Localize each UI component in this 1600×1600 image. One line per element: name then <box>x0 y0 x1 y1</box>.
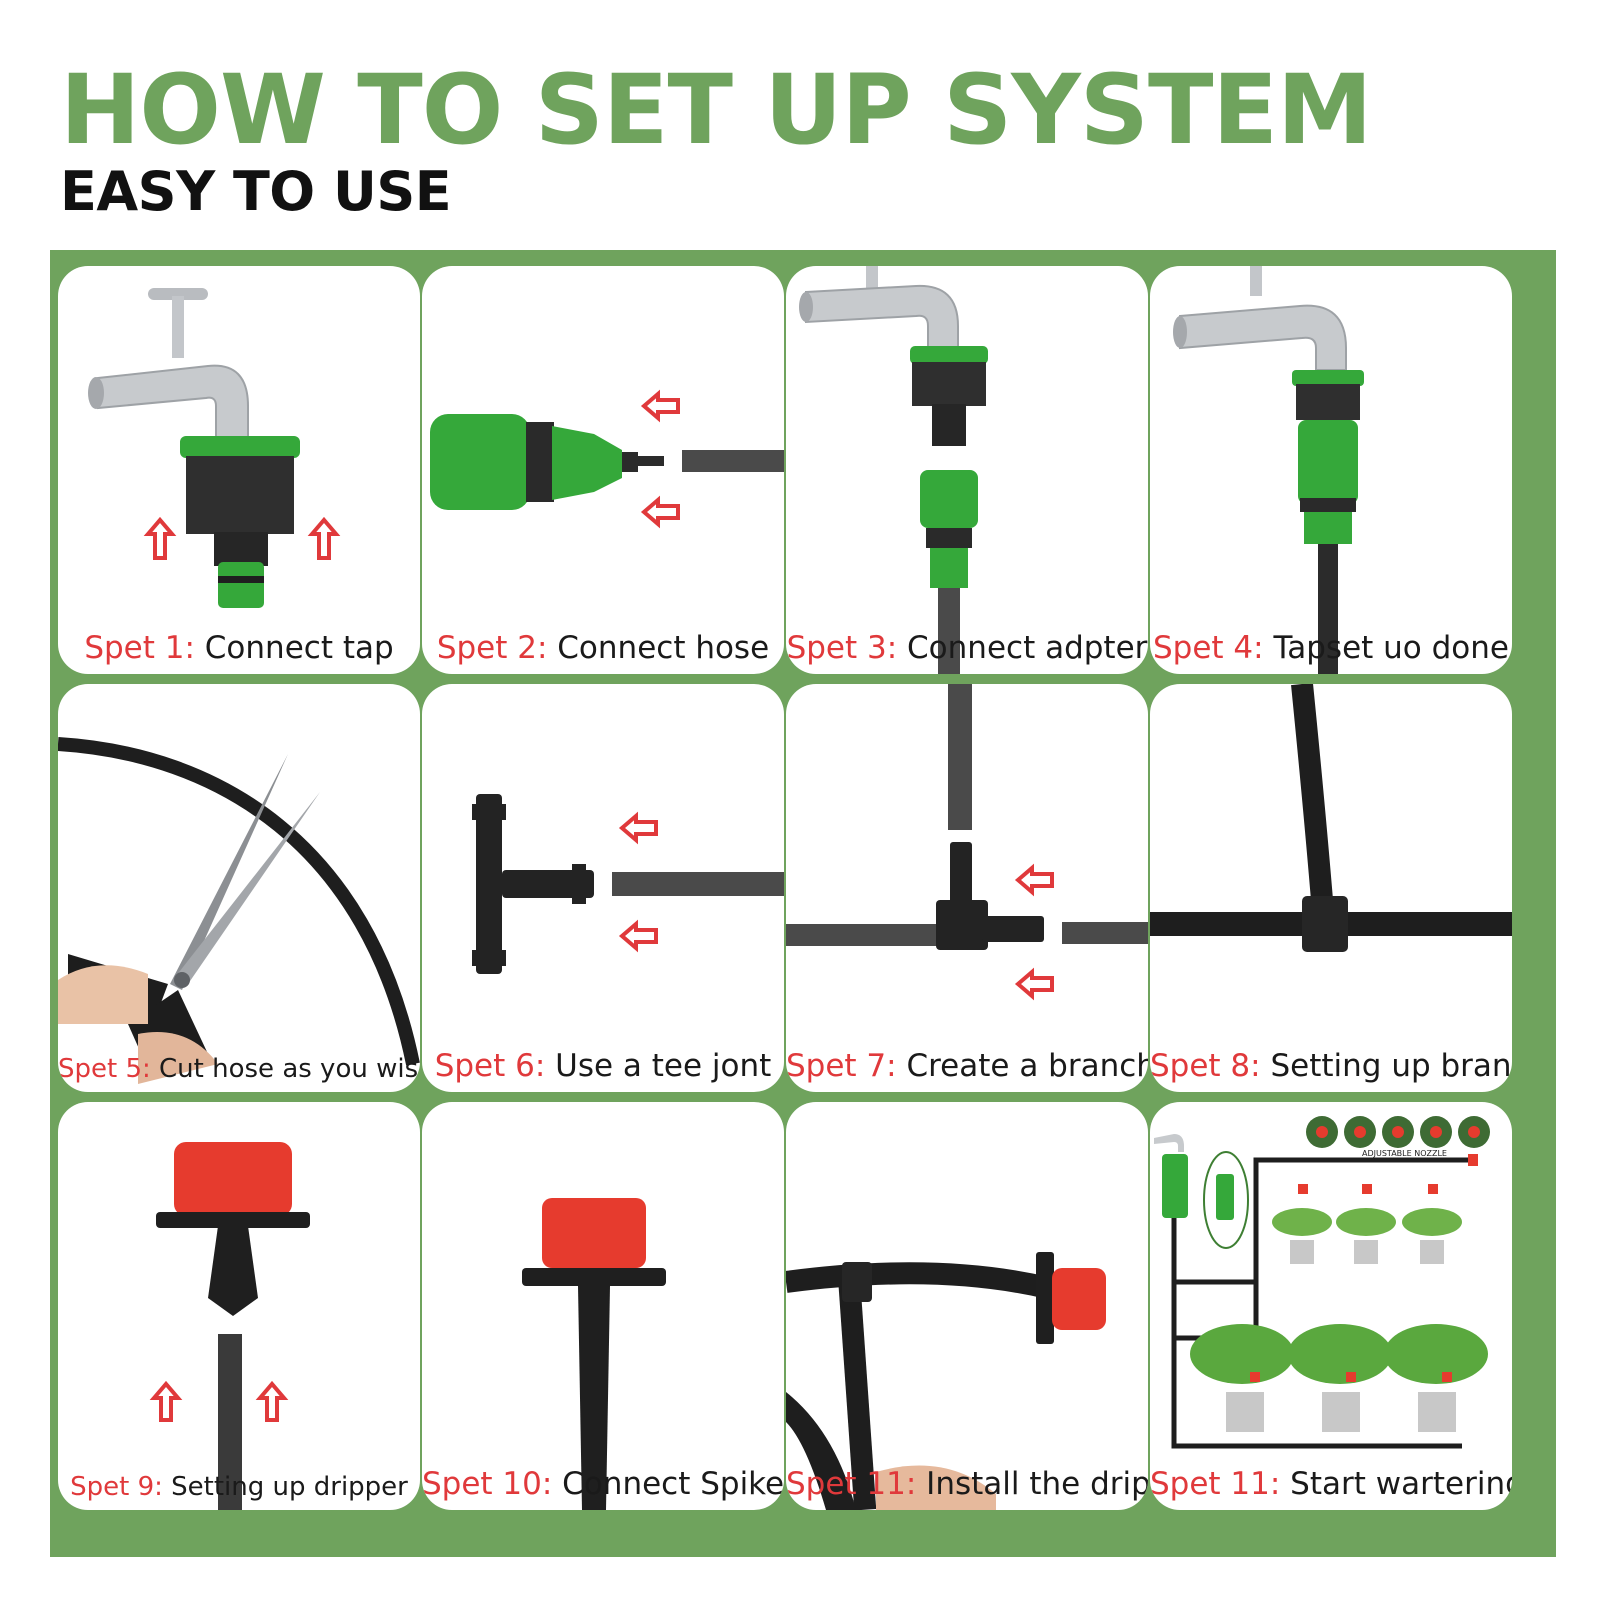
red-outline-arrow-icon <box>149 1380 289 1422</box>
step-card-1: Spet 1: Connect tap <box>58 266 420 674</box>
quick-connector-icon <box>430 414 664 510</box>
tap-adapter-illustration <box>88 288 341 608</box>
step-caption: Spet 5: Cut hose as you wish <box>58 1054 420 1084</box>
hose <box>612 872 784 896</box>
tee-joint-illustration <box>472 794 784 974</box>
branch-illustration <box>786 684 1148 1001</box>
step-caption: Spet 6: Use a tee jont <box>434 1048 772 1084</box>
tee-joint-icon <box>936 842 1044 950</box>
red-outline-arrow-icon <box>618 811 658 953</box>
step-card-6: Spet 6: Use a tee jont <box>422 684 784 1092</box>
step-caption: Spet 8: Setting up branch <box>1150 1048 1512 1084</box>
step-caption: Spet 10: Connect Spike <box>422 1466 784 1502</box>
tee-joint-icon <box>472 794 594 974</box>
hose-connector-illustration <box>430 389 784 529</box>
red-outline-arrow-icon <box>1014 863 1054 1001</box>
step-card-12: ADJUSTABLE NOZZLE <box>1150 1102 1512 1510</box>
tee-joint-icon <box>1302 896 1348 952</box>
step-card-7: Spet 7: Create a branch <box>786 684 1148 1092</box>
faucet-icon <box>1173 266 1347 371</box>
dripper-icon <box>1036 1252 1106 1344</box>
install-dripper-illustration <box>786 1252 1106 1510</box>
step-caption: Spet 4: Tapset uo done <box>1152 630 1509 666</box>
dripper-icon <box>156 1142 310 1316</box>
hose <box>1062 922 1148 944</box>
tapset-done-illustration <box>1173 266 1364 674</box>
step-caption: Spet 2: Connect hose <box>436 630 770 666</box>
hose <box>682 450 784 472</box>
step-card-9: Spet 9: Setting up dripper <box>58 1102 420 1510</box>
watering-system-illustration: ADJUSTABLE NOZZLE <box>1154 1116 1490 1449</box>
steps-board: Spet 1: Connect tap Spet 2: Connect hose <box>50 250 1556 1557</box>
red-outline-arrow-icon <box>143 516 341 560</box>
hose <box>58 737 420 1066</box>
step-card-2: Spet 2: Connect hose <box>422 266 784 674</box>
highlight-ring <box>1203 1151 1249 1249</box>
scissors-icon <box>58 754 320 1084</box>
hose <box>218 1334 242 1510</box>
dripper-icon <box>1298 1154 1478 1194</box>
faucet-icon <box>799 266 959 349</box>
hose <box>948 684 972 830</box>
step-card-4: Spet 4: Tapset uo done <box>1150 266 1512 674</box>
step-card-5: Spet 5: Cut hose as you wish <box>58 684 420 1092</box>
step-caption: Spet 1: Connect tap <box>84 630 394 666</box>
spike-illustration <box>522 1198 666 1510</box>
step-card-10: Spet 10: Connect Spike <box>422 1102 784 1510</box>
page-subtitle: EASY TO USE <box>60 160 452 223</box>
spike-icon <box>578 1286 610 1510</box>
nozzle-caption: ADJUSTABLE NOZZLE <box>1362 1149 1447 1158</box>
potted-plant-icon <box>1272 1208 1462 1264</box>
dripper-icon <box>522 1198 666 1286</box>
tap-adapter-icon <box>180 436 300 608</box>
potted-plant-icon <box>1190 1324 1488 1432</box>
hose <box>786 924 942 946</box>
faucet-icon <box>88 288 249 442</box>
adapter-illustration <box>799 266 988 674</box>
cut-hose-illustration <box>58 737 420 1084</box>
dripper-setup-illustration <box>149 1142 310 1510</box>
hose <box>938 588 960 674</box>
step-caption: Spet 11: Start wartering <box>1150 1466 1512 1502</box>
step-caption: Spet 7: Create a branch <box>786 1048 1148 1084</box>
page-title: HOW TO SET UP SYSTEM <box>60 54 1373 166</box>
step-caption: Spet 11: Install the dripper <box>786 1466 1148 1502</box>
nozzle-samples <box>1306 1116 1490 1148</box>
faucet-icon <box>1154 1134 1184 1152</box>
step-card-3: Spet 3: Connect adpter <box>786 266 1148 674</box>
spike-icon <box>838 1277 877 1510</box>
step-caption: Spet 3: Connect adpter <box>786 630 1148 666</box>
branch-setup-illustration <box>1150 684 1512 952</box>
hose <box>1318 544 1338 674</box>
step-card-11: Spet 11: Install the dripper <box>786 1102 1148 1510</box>
step-caption: Spet 9: Setting up dripper <box>70 1472 408 1502</box>
red-outline-arrow-icon <box>640 389 680 529</box>
dripper-icon <box>1250 1372 1452 1382</box>
hose <box>1291 684 1333 901</box>
step-card-8: Spet 8: Setting up branch <box>1150 684 1512 1092</box>
hose <box>786 1262 1051 1299</box>
